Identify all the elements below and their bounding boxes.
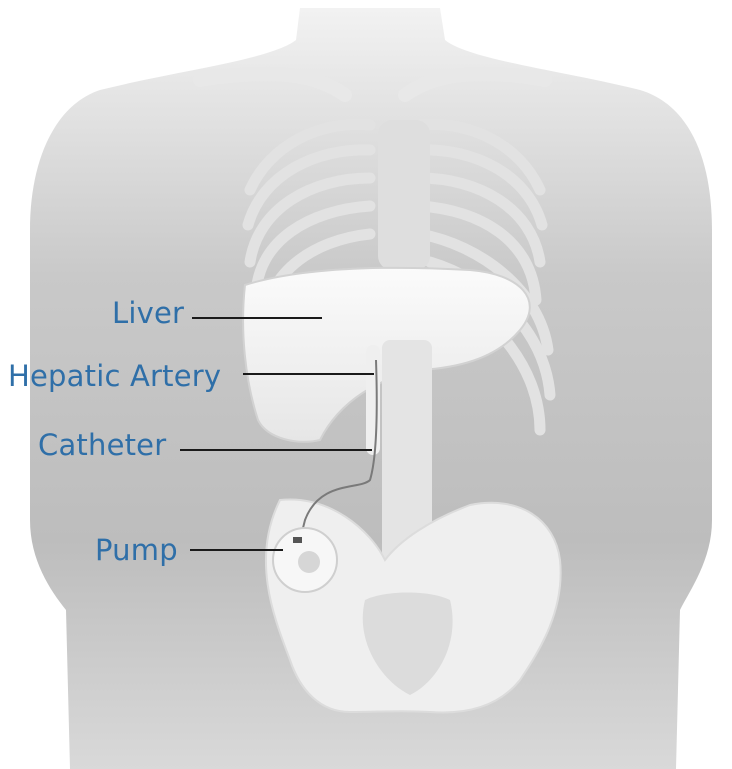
pump-label: Pump (95, 533, 178, 567)
sternum (378, 120, 430, 270)
liver-label: Liver (112, 296, 184, 330)
aorta (366, 345, 380, 455)
catheter-label: Catheter (38, 428, 166, 462)
pump-device (273, 528, 337, 592)
hepatic-artery-label: Hepatic Artery (8, 359, 221, 393)
